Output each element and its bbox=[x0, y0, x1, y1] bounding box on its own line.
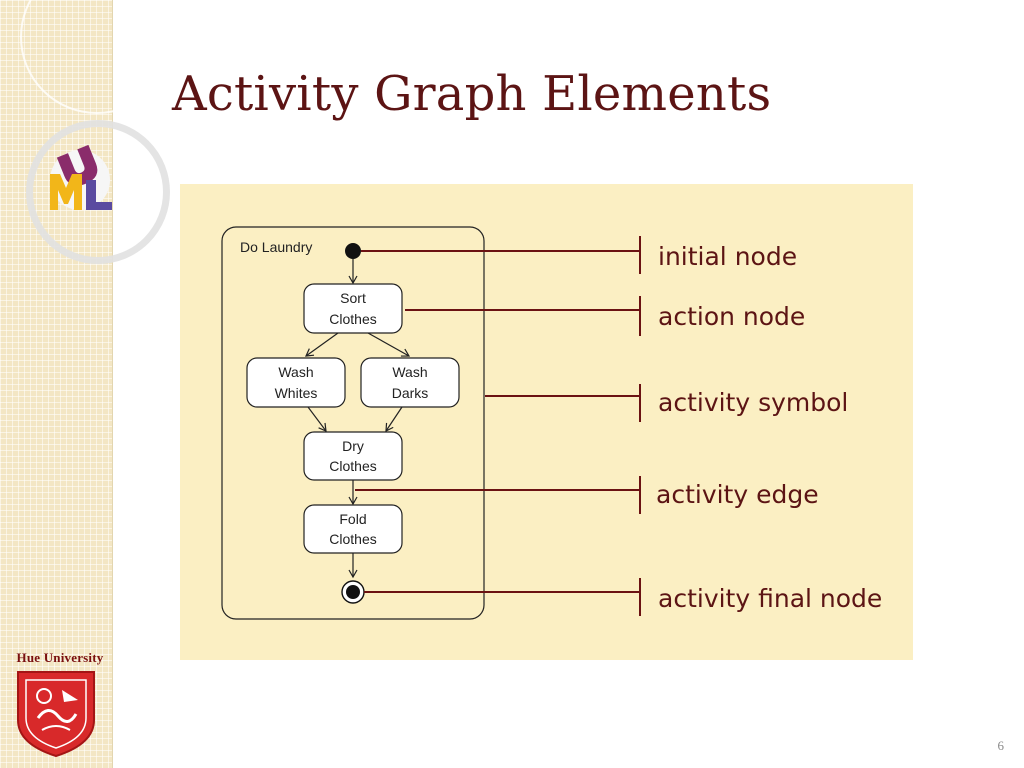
activity-edge bbox=[305, 332, 339, 357]
decorative-ring bbox=[26, 120, 170, 264]
action-label-line: Dry bbox=[342, 438, 364, 454]
action-label-line: Darks bbox=[392, 385, 429, 401]
callout-action-node: action node bbox=[658, 302, 806, 331]
diagram-panel: Do Laundry Sort Clothes Wash Whites Wash… bbox=[180, 184, 913, 660]
side-divider bbox=[112, 0, 113, 768]
hue-university-crest-icon bbox=[17, 671, 95, 758]
callout-activity-edge: activity edge bbox=[656, 480, 819, 509]
action-node-fold-clothes: Fold Clothes bbox=[303, 504, 403, 554]
page-number: 6 bbox=[997, 738, 1005, 753]
action-label-line: Clothes bbox=[329, 531, 376, 547]
activity-edge bbox=[367, 332, 411, 357]
action-label-line: Sort bbox=[340, 290, 366, 306]
activity-diagram: Do Laundry Sort Clothes Wash Whites Wash… bbox=[221, 226, 641, 620]
action-label-line: Fold bbox=[339, 511, 366, 527]
action-label-line: Clothes bbox=[329, 458, 376, 474]
action-node-sort-clothes: Sort Clothes bbox=[303, 283, 403, 334]
action-label-line: Wash bbox=[278, 364, 313, 380]
initial-node bbox=[345, 243, 361, 259]
activity-frame bbox=[221, 226, 485, 620]
callout-activity-symbol: activity symbol bbox=[658, 388, 849, 417]
activity-final-node bbox=[341, 580, 365, 604]
activity-edge bbox=[307, 406, 327, 432]
action-label-line: Clothes bbox=[329, 311, 376, 327]
slide-title: Activity Graph Elements bbox=[172, 66, 772, 122]
callout-initial-node: initial node bbox=[658, 242, 798, 271]
university-name: Hue University bbox=[16, 650, 104, 665]
callout-activity-final-node: activity final node bbox=[658, 584, 883, 613]
uml-logo-icon bbox=[50, 144, 112, 210]
activity-name: Do Laundry bbox=[240, 239, 312, 255]
action-node-wash-darks: Wash Darks bbox=[360, 357, 460, 408]
activity-edge bbox=[385, 406, 403, 433]
action-node-dry-clothes: Dry Clothes bbox=[303, 431, 403, 481]
action-node-wash-whites: Wash Whites bbox=[246, 357, 346, 408]
action-label-line: Whites bbox=[275, 385, 318, 401]
action-label-line: Wash bbox=[392, 364, 427, 380]
